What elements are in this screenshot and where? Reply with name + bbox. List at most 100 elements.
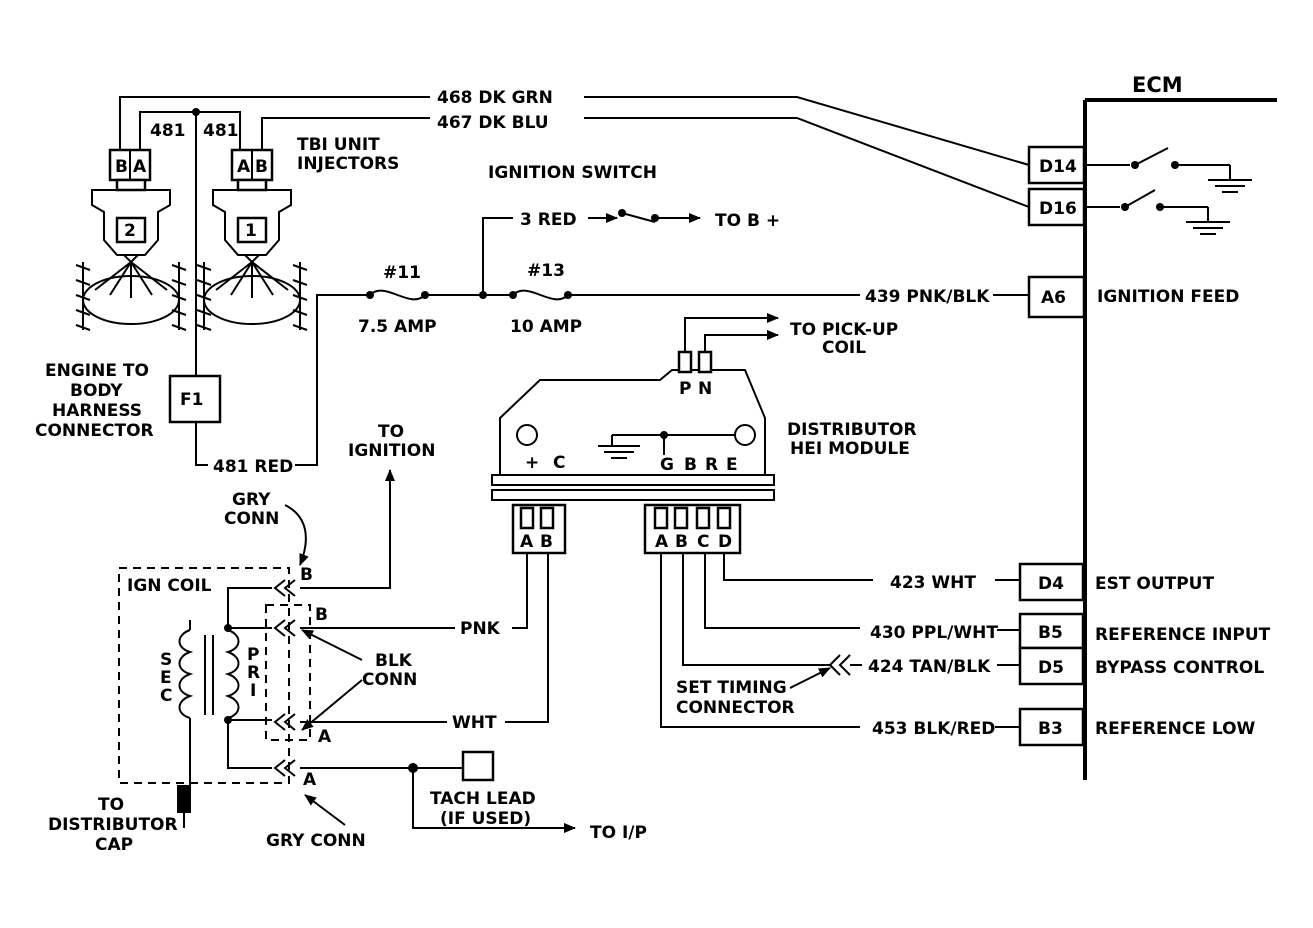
injector-1-number: 1 (245, 221, 257, 241)
wire-pnk-label: PNK (460, 619, 501, 639)
coil-title: IGN COIL (127, 576, 212, 596)
ecm-driver-switch-d14 (1084, 147, 1252, 193)
coil-sec-c: C (160, 686, 172, 706)
pickup-pin-n: N (698, 379, 712, 399)
to-dist-line1: TO (98, 795, 124, 815)
ecm-block: ECM D14 D16 A6 IGNITION FEED D4 EST OUTP… (1018, 73, 1277, 780)
gry-conn-top-line2: CONN (224, 509, 279, 529)
wire-wht-label: WHT (452, 713, 497, 733)
injector-1: A B 1 (196, 148, 308, 331)
timing-label-line1: SET TIMING (676, 678, 787, 698)
hei-ecm-wiring: 423 WHT 430 PPL/WHT 424 TAN/BLK 453 BLK/… (660, 553, 1020, 739)
coil-pin-a-blk: A (318, 727, 332, 747)
injector-1-pin-a: A (237, 157, 251, 177)
timing-label-line2: CONNECTOR (676, 698, 795, 718)
wire-467-label: 467 DK BLU (437, 113, 549, 133)
ecm-title: ECM (1132, 73, 1183, 97)
coil-pri-r: R (247, 663, 260, 683)
ecm-pin-d5: D5 (1038, 658, 1064, 678)
ignition-switch-label: IGNITION SWITCH (488, 163, 657, 183)
tach-label-line2: (IF USED) (440, 809, 531, 829)
pickup-label-line1: TO PICK-UP (790, 320, 898, 340)
hei-right-conn-d: D (718, 532, 732, 552)
hei-terminal-b: B (684, 455, 697, 475)
wire-424-label: 424 TAN/BLK (868, 657, 991, 677)
ecm-label-reference-input: REFERENCE INPUT (1095, 625, 1271, 645)
gry-conn-bottom: GRY CONN (266, 831, 366, 851)
ignition-coil: IGN COIL S E C P R I B B A A GRY CONN (48, 490, 417, 855)
fuse-feed: #11 7.5 AMP #13 10 AMP 439 PNK/BLK 3 RED… (358, 163, 1029, 337)
hei-terminal-c: C (553, 453, 565, 473)
ecm-label-ignition-feed: IGNITION FEED (1097, 287, 1239, 307)
wire-3-red-label: 3 RED (520, 210, 577, 230)
fuse-13-name: #13 (527, 261, 565, 281)
fuse-11-name: #11 (383, 263, 421, 283)
harness-connector: ENGINE TO BODY HARNESS CONNECTOR F1 481 … (35, 294, 370, 477)
coil-pin-b-blk: B (315, 605, 328, 625)
blk-conn-line2: CONN (362, 670, 417, 690)
tach-label-line1: TACH LEAD (430, 789, 536, 809)
to-dist-line3: CAP (95, 835, 133, 855)
wire-423-label: 423 WHT (890, 573, 976, 593)
hei-terminal-g: G (660, 455, 674, 475)
ecm-driver-switch-d16 (1084, 189, 1230, 235)
pickup-pin-p: P (679, 379, 691, 399)
ecm-label-reference-low: REFERENCE LOW (1095, 719, 1256, 739)
to-ignition-line1: TO (378, 422, 404, 442)
ecm-label-bypass-control: BYPASS CONTROL (1095, 658, 1264, 678)
hei-right-conn-c: C (697, 532, 709, 552)
tbi-label-line1: TBI UNIT (297, 135, 380, 155)
harness-label-line3: HARNESS (52, 401, 142, 421)
hei-terminal-plus: + (525, 453, 539, 473)
hei-terminal-r: R (705, 455, 718, 475)
ignition-switch-dest: TO B + (715, 211, 780, 231)
to-ignition-line2: IGNITION (348, 441, 435, 461)
coil-sec-e: E (160, 668, 172, 688)
injector-2-number: 2 (124, 221, 136, 241)
gry-conn-top-line1: GRY (232, 490, 271, 510)
coil-pin-a-bottom: A (303, 770, 317, 790)
hei-left-conn-a: A (520, 532, 534, 552)
coil-pri-p: P (247, 645, 259, 665)
wire-481-red-label: 481 RED (213, 457, 293, 477)
ecm-pin-d14: D14 (1039, 157, 1077, 177)
hei-terminal-e: E (726, 455, 738, 475)
harness-label-line2: BODY (70, 381, 123, 401)
hei-label-line1: DISTRIBUTOR (787, 420, 917, 440)
hei-left-conn-b: B (540, 532, 553, 552)
fuse-11-rating: 7.5 AMP (358, 317, 437, 337)
to-dist-line2: DISTRIBUTOR (48, 815, 178, 835)
wire-430-label: 430 PPL/WHT (870, 623, 998, 643)
coil-wiring: PNK WHT TO IGNITION TACH LEAD (IF USED) … (300, 422, 647, 843)
hei-module: + C G B R E P N TO PICK-UP COIL DISTRIBU… (491, 313, 917, 555)
hei-right-conn-b: B (675, 532, 688, 552)
tach-dest: TO I/P (590, 823, 647, 843)
coil-pri-i: I (250, 681, 256, 701)
ecm-pin-d16: D16 (1039, 199, 1077, 219)
wire-439-label: 439 PNK/BLK (865, 287, 990, 307)
tbi-label-line2: INJECTORS (297, 154, 399, 174)
harness-label-line1: ENGINE TO (45, 361, 149, 381)
wire-481-left-label: 481 (150, 121, 186, 141)
injector-1-pin-b: B (255, 157, 268, 177)
ecm-pin-b5-box (1018, 612, 1085, 650)
ecm-pin-d4: D4 (1038, 574, 1064, 594)
ecm-pin-a6-box (1027, 275, 1086, 319)
fuse-13-rating: 10 AMP (510, 317, 582, 337)
ecm-pin-d4-box (1018, 562, 1085, 602)
blk-conn-line1: BLK (375, 651, 413, 671)
coil-sec-s: S (160, 650, 172, 670)
hei-right-conn-a: A (655, 532, 669, 552)
ecm-pin-a6: A6 (1041, 288, 1066, 308)
wire-481-right-label: 481 (203, 121, 239, 141)
ecm-pin-b5: B5 (1038, 623, 1063, 643)
coil-pin-b-top: B (300, 565, 313, 585)
ecm-pin-b3-box (1018, 707, 1085, 747)
harness-label-line4: CONNECTOR (35, 421, 154, 441)
harness-f1: F1 (180, 390, 203, 410)
pickup-label-line2: COIL (822, 338, 866, 358)
injector-wiring: 468 DK GRN 467 DK BLU 481 481 (119, 88, 1030, 376)
hei-label-line2: HEI MODULE (790, 439, 910, 459)
injector-2-pin-a: A (133, 157, 147, 177)
